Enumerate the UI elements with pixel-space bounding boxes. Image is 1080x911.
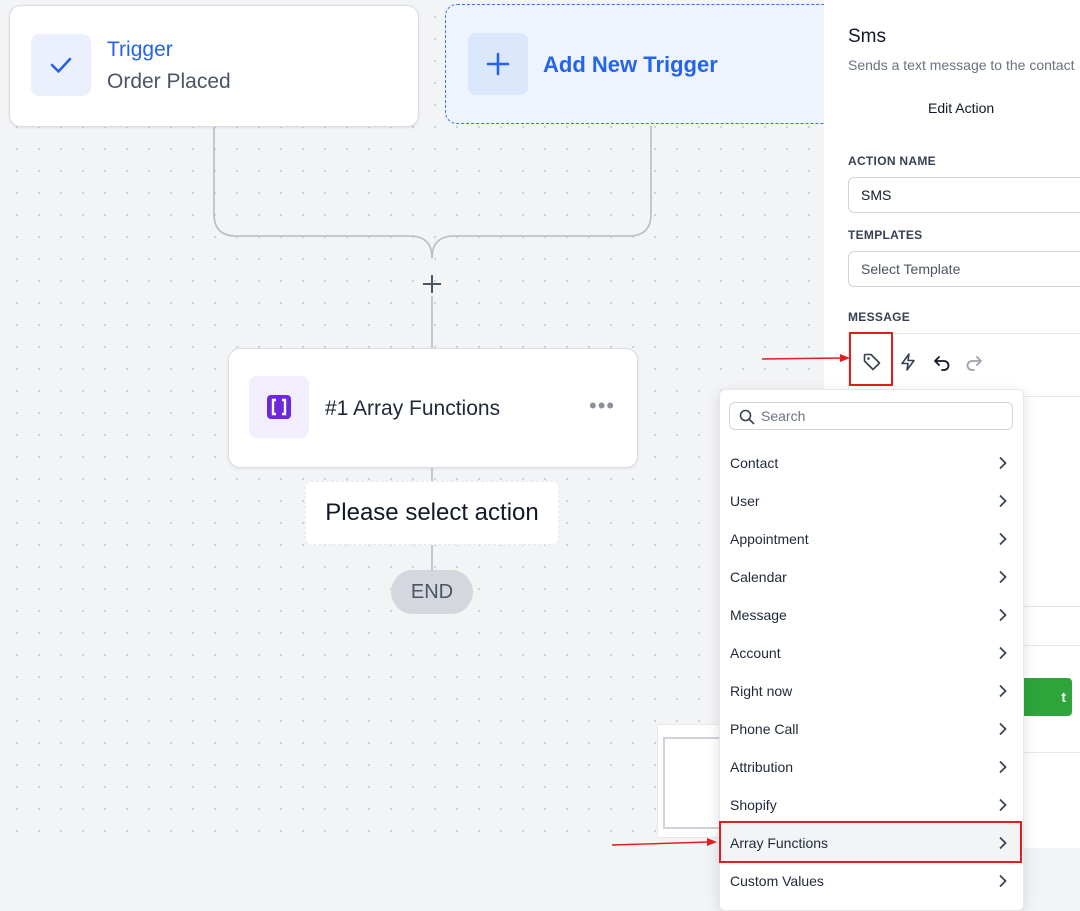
action-name-field[interactable]: SMS (848, 177, 1080, 213)
chevron-right-icon (999, 798, 1007, 812)
menu-item-label: Shopify (730, 797, 777, 813)
chevron-right-icon (999, 722, 1007, 736)
menu-item-label: Contact (730, 455, 779, 471)
panel-title: Sms (848, 26, 886, 47)
tab-edit-action[interactable]: Edit Action (928, 100, 995, 116)
menu-item-calendar[interactable]: Calendar (720, 558, 1023, 596)
brackets-icon (249, 376, 309, 438)
array-functions-highlight (719, 821, 1022, 863)
menu-item-message[interactable]: Message (720, 596, 1023, 634)
menu-item-attribution[interactable]: Attribution (720, 748, 1023, 786)
chevron-right-icon (999, 494, 1007, 508)
chevron-right-icon (999, 760, 1007, 774)
menu-item-user[interactable]: User (720, 482, 1023, 520)
menu-item-label: Message (730, 607, 787, 623)
menu-item-array-functions[interactable]: Array Functions (720, 824, 1023, 862)
menu-item-custom-values[interactable]: Custom Values (720, 862, 1023, 900)
search-box[interactable] (729, 402, 1013, 430)
action-name-label: ACTION NAME (848, 154, 936, 168)
end-node: END (391, 570, 473, 614)
more-options-icon[interactable]: ••• (589, 393, 616, 418)
save-action-button[interactable]: t (1020, 678, 1072, 716)
message-label: MESSAGE (848, 310, 911, 324)
tag-icon[interactable] (859, 349, 885, 375)
menu-item-label: Calendar (730, 569, 787, 585)
add-new-trigger-button[interactable]: Add New Trigger (445, 4, 845, 124)
check-icon (31, 34, 91, 96)
tag-icon-highlight (849, 332, 893, 386)
menu-item-account[interactable]: Account (720, 634, 1023, 672)
chevron-right-icon (999, 874, 1007, 888)
custom-values-dropdown: Contact User Appointment Calendar Messag… (719, 389, 1024, 911)
chevron-right-icon (999, 456, 1007, 470)
chevron-right-icon (999, 646, 1007, 660)
chevron-right-icon (999, 608, 1007, 622)
plus-icon (468, 33, 528, 95)
panel-description: Sends a text message to the contact (848, 57, 1075, 73)
chevron-right-icon (999, 532, 1007, 546)
trigger-title: Trigger (107, 38, 173, 61)
trigger-subtitle: Order Placed (107, 70, 231, 93)
menu-item-label: Custom Values (730, 873, 824, 889)
menu-item-right-now[interactable]: Right now (720, 672, 1023, 710)
menu-item-label: Attribution (730, 759, 794, 775)
chevron-right-icon (999, 570, 1007, 584)
chevron-right-icon (999, 836, 1007, 850)
menu-item-label: Appointment (730, 531, 809, 547)
redo-icon[interactable] (961, 349, 987, 375)
menu-item-label: Phone Call (730, 721, 799, 737)
search-input[interactable] (761, 407, 1001, 425)
search-icon (739, 409, 755, 425)
add-step-plus-icon[interactable] (421, 273, 443, 295)
trigger-card[interactable]: Trigger Order Placed (9, 5, 419, 127)
select-action-placeholder[interactable]: Please select action (305, 481, 559, 545)
menu-item-label: Array Functions (730, 835, 829, 851)
templates-select[interactable]: Select Template (848, 251, 1080, 287)
menu-item-label: User (730, 493, 760, 509)
menu-item-label: Right now (730, 683, 793, 699)
menu-item-contact[interactable]: Contact (720, 444, 1023, 482)
action-node-array-functions[interactable]: #1 Array Functions ••• (228, 348, 638, 468)
menu-item-shopify[interactable]: Shopify (720, 786, 1023, 824)
minimap-viewport[interactable] (663, 737, 723, 829)
menu-item-appointment[interactable]: Appointment (720, 520, 1023, 558)
menu-item-label: Account (730, 645, 781, 661)
lightning-icon[interactable] (895, 349, 921, 375)
add-new-trigger-label: Add New Trigger (543, 52, 718, 77)
undo-icon[interactable] (929, 349, 955, 375)
chevron-right-icon (999, 684, 1007, 698)
menu-item-phone-call[interactable]: Phone Call (720, 710, 1023, 748)
action-node-title: #1 Array Functions (325, 397, 501, 420)
templates-label: TEMPLATES (848, 228, 923, 242)
